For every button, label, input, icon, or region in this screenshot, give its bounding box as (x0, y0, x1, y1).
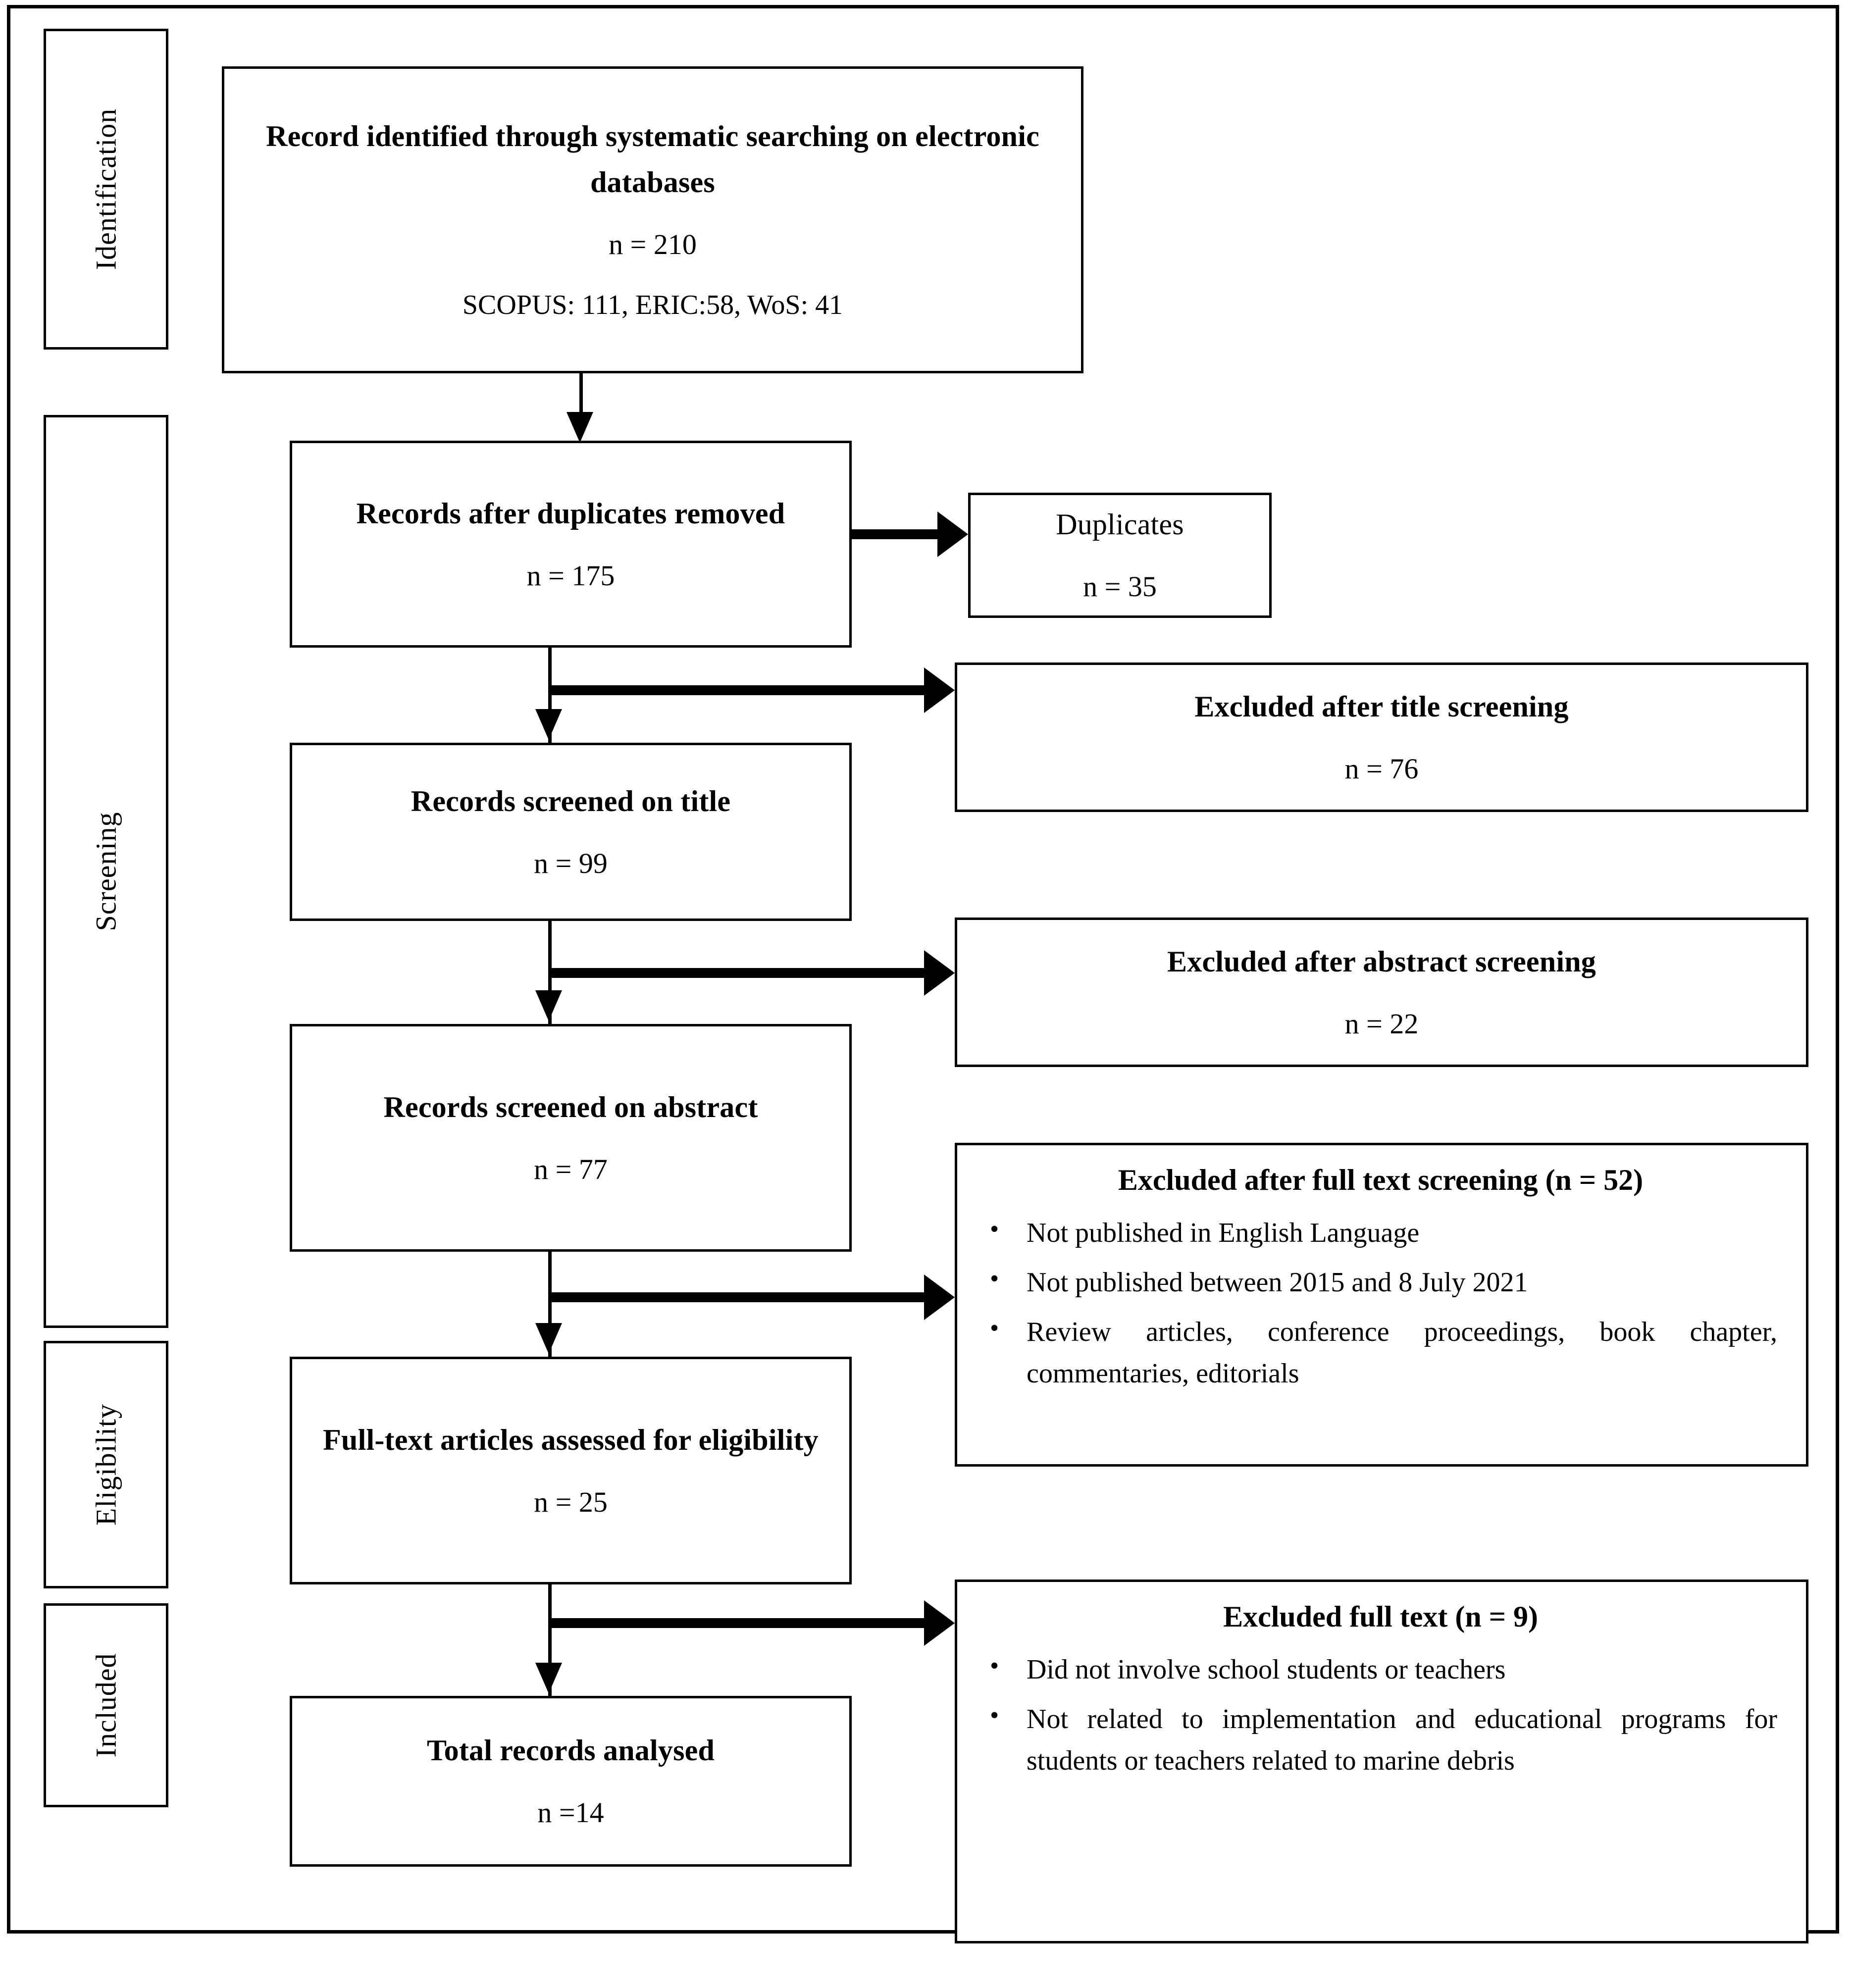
node-records-after-duplicates-removed: Records after duplicates removed n = 175 (290, 441, 852, 648)
connector-line-to-total-analysed (548, 1584, 552, 1697)
node-count: n = 210 (609, 228, 697, 260)
node-title: Duplicates (1056, 508, 1184, 541)
stage-box-identification: Identification (44, 29, 168, 350)
stage-label-included: Included (90, 1653, 122, 1758)
node-subcounts: SCOPUS: 111, ERIC:58, WoS: 41 (462, 289, 843, 320)
node-count: n = 76 (1344, 752, 1419, 785)
node-count: n = 35 (1083, 570, 1157, 603)
node-title: Excluded after title screening (1194, 690, 1569, 723)
node-title: Excluded full text (n = 9) (1223, 1600, 1538, 1633)
stage-box-screening: Screening (44, 415, 168, 1328)
node-records-screened-on-title: Records screened on title n = 99 (290, 743, 852, 921)
node-fulltext-articles-assessed: Full-text articles assessed for eligibil… (290, 1357, 852, 1584)
connector-shaft-to-excluded-full-text (548, 1618, 927, 1628)
connector-line-identified-to-duplicates-removed (579, 373, 583, 418)
node-count: n = 99 (534, 847, 608, 879)
stage-label-identification: Identification (90, 108, 122, 270)
connector-shaft-to-duplicates (852, 529, 941, 539)
connector-shaft-to-excluded-abstract (548, 968, 927, 978)
node-title: Records screened on title (411, 784, 731, 817)
node-count: n = 175 (526, 559, 615, 592)
node-count: n =14 (537, 1796, 604, 1829)
stage-box-included: Included (44, 1603, 168, 1807)
connector-arrowhead-to-duplicates (937, 511, 968, 557)
node-title: Full-text articles assessed for eligibil… (323, 1423, 819, 1456)
connector-shaft-to-excluded-title (548, 685, 927, 695)
node-excluded-after-abstract-screening: Excluded after abstract screening n = 22 (955, 918, 1808, 1067)
stage-label-screening: Screening (90, 812, 122, 931)
node-excluded-after-full-text-screening: Excluded after full text screening (n = … (955, 1143, 1808, 1467)
node-total-records-analysed: Total records analysed n =14 (290, 1696, 852, 1867)
node-records-identified: Record identified through systematic sea… (222, 66, 1083, 373)
connector-arrowhead-to-screened-abstract (535, 990, 562, 1021)
list-item: Not published between 2015 and 8 July 20… (990, 1260, 1777, 1303)
connector-line-to-screened-title (548, 648, 552, 743)
connector-arrowhead-to-excluded-title (924, 667, 955, 713)
node-title: Excluded after full text screening (n = … (1118, 1164, 1644, 1196)
connector-arrowhead-to-excluded-full-text (924, 1600, 955, 1646)
node-title: Records screened on abstract (383, 1090, 758, 1123)
node-title: Record identified through systematic sea… (266, 119, 1039, 199)
list-item: Not published in English Language (990, 1210, 1777, 1254)
exclusion-reasons-list: Not published in English Language Not pu… (975, 1210, 1786, 1394)
connector-arrowhead-to-excluded-fulltext-screening (924, 1274, 955, 1320)
connector-arrowhead-to-screened-title (535, 709, 562, 740)
connector-arrowhead-to-fulltext-assessed (535, 1323, 562, 1354)
node-excluded-full-text: Excluded full text (n = 9) Did not invol… (955, 1580, 1808, 1943)
connector-arrowhead-to-total-analysed (535, 1663, 562, 1693)
diagram-outer-frame (7, 5, 1839, 1934)
stage-box-eligibility: Eligibility (44, 1341, 168, 1588)
node-title: Excluded after abstract screening (1167, 945, 1596, 978)
connector-shaft-to-excluded-fulltext-screening (548, 1292, 927, 1302)
connector-arrowhead-identified-to-duplicates-removed (566, 412, 593, 443)
node-count: n = 22 (1344, 1007, 1419, 1040)
connector-arrowhead-to-excluded-abstract (924, 950, 955, 996)
list-item: Not related to implementation and edu­ca… (990, 1696, 1777, 1782)
node-duplicates: Duplicates n = 35 (968, 493, 1272, 618)
connector-line-to-fulltext-assessed (548, 1252, 552, 1358)
node-records-screened-on-abstract: Records screened on abstract n = 77 (290, 1024, 852, 1252)
node-count: n = 25 (534, 1485, 608, 1518)
node-count: n = 77 (534, 1153, 608, 1185)
node-title: Records after duplicates removed (356, 497, 785, 530)
stage-label-eligibility: Eligibility (90, 1403, 122, 1526)
list-item: Did not involve school students or teach… (990, 1647, 1777, 1690)
exclusion-reasons-list: Did not involve school students or teach… (975, 1647, 1786, 1782)
list-item: Review articles, conference proceedings,… (990, 1309, 1777, 1394)
node-title: Total records analysed (426, 1734, 715, 1767)
node-excluded-after-title-screening: Excluded after title screening n = 76 (955, 663, 1808, 812)
